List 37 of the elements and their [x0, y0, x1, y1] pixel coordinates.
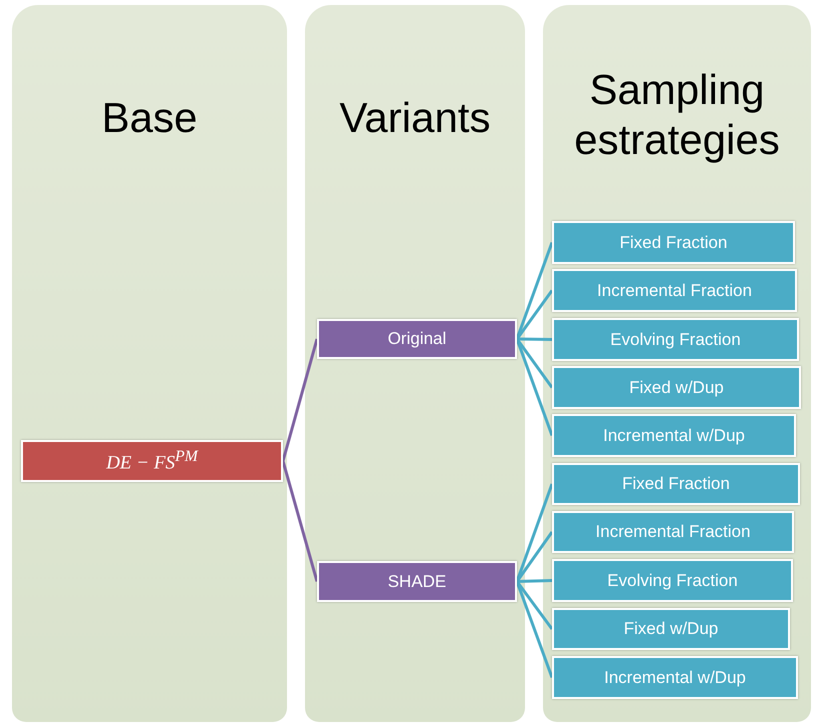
box-label: Evolving Fraction [607, 570, 738, 590]
strategy-box [552, 366, 801, 409]
base-method-box [21, 440, 283, 482]
box-label: Fixed w/Dup [629, 378, 724, 398]
box-label: Fixed w/Dup [624, 619, 718, 639]
box-label: Incremental w/Dup [603, 426, 745, 446]
connector-line [516, 338, 552, 341]
strategy-box [552, 511, 794, 553]
connector-line [516, 579, 552, 583]
box-label: Incremental w/Dup [604, 668, 746, 688]
box-label: Fixed Fraction [622, 474, 730, 494]
connector-line [516, 338, 554, 436]
box-label: DE − FS$^{PM}$ [106, 448, 198, 474]
connector-line [282, 460, 318, 582]
box-label: SHADE [388, 572, 446, 592]
box-label: Incremental Fraction [597, 280, 752, 300]
column-heading: Base [100, 93, 198, 143]
box-label: Original [388, 329, 446, 349]
connector-line [282, 338, 318, 462]
box-label: Incremental Fraction [596, 522, 750, 542]
strategy-box [552, 559, 793, 602]
column-heading: Sampling estrategies [573, 65, 781, 165]
strategy-box [552, 269, 797, 312]
column-panel [305, 5, 525, 722]
strategy-box [552, 414, 796, 457]
strategy-box [552, 318, 799, 361]
column-panel [12, 5, 287, 722]
strategy-box [552, 656, 798, 699]
column-heading: Variants [338, 93, 492, 143]
variant-box [317, 319, 517, 359]
strategy-box [552, 221, 795, 264]
box-label: Evolving Fraction [610, 330, 741, 350]
strategy-box [552, 608, 790, 650]
box-label: Fixed Fraction [620, 232, 728, 252]
variant-box [317, 561, 517, 602]
strategy-box [552, 463, 800, 505]
column-panel [543, 5, 811, 722]
